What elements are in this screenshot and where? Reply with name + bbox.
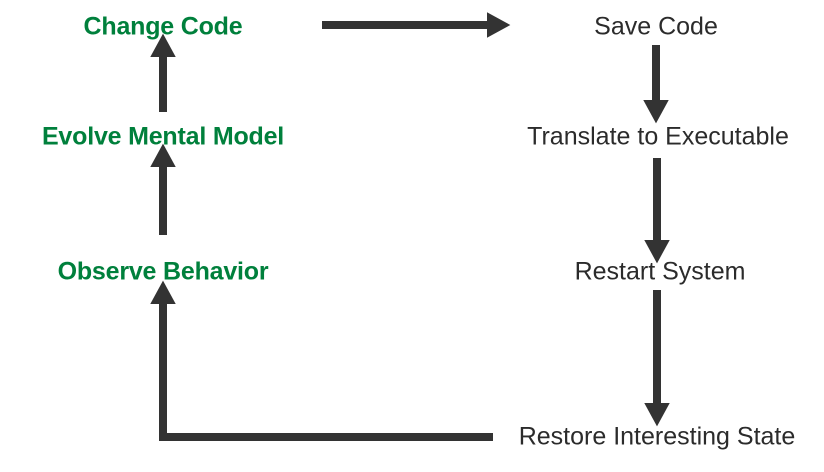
node-restore-interesting-state[interactable]: Restore Interesting State [518, 422, 796, 451]
node-observe-behavior[interactable]: Observe Behavior [57, 257, 269, 286]
edge-restore-to-observe [150, 280, 493, 441]
node-restart-system[interactable]: Restart System [574, 257, 746, 286]
node-translate-to-executable[interactable]: Translate to Executable [527, 122, 789, 151]
node-evolve-mental-model[interactable]: Evolve Mental Model [41, 122, 285, 151]
node-save-code[interactable]: Save Code [594, 12, 718, 41]
node-change-code[interactable]: Change Code [83, 12, 243, 41]
